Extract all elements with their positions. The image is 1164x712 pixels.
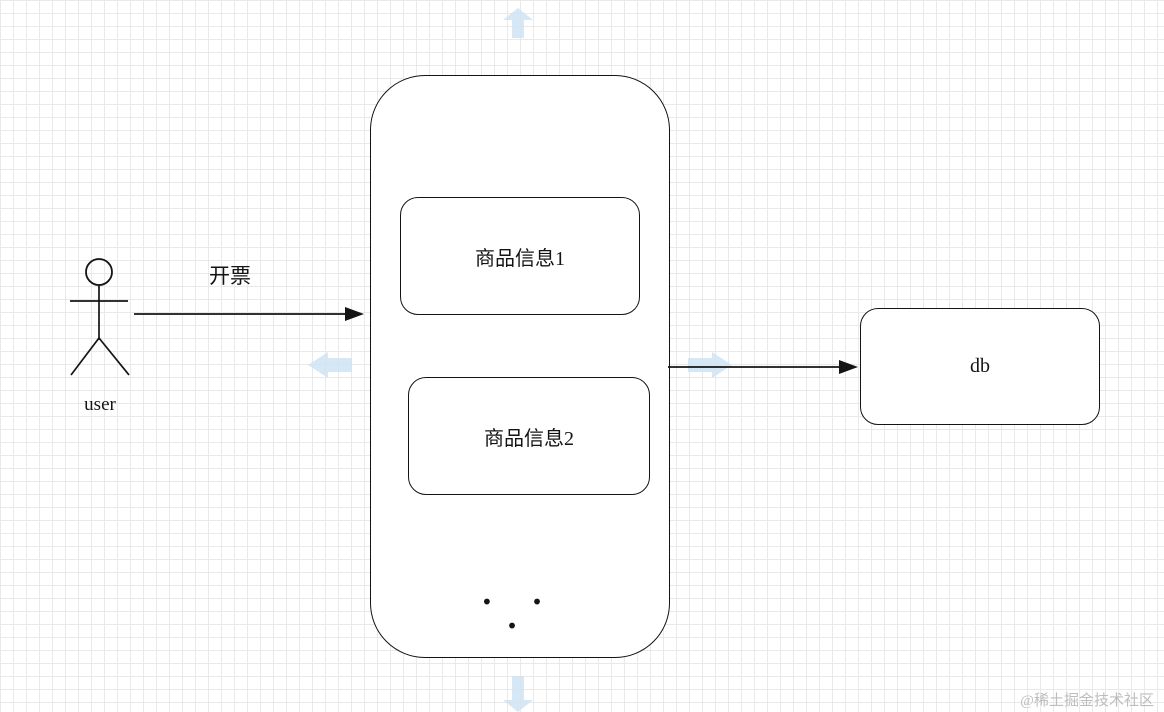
pan-down-icon	[503, 676, 533, 712]
watermark-text: @稀土掘金技术社区	[1020, 693, 1154, 709]
pan-up-icon	[503, 8, 533, 38]
pan-right-icon	[688, 352, 732, 378]
edge-user-to-container-label: 开票	[209, 264, 251, 288]
product-info-2-node: 商品信息2	[408, 377, 650, 495]
actor-icon	[70, 258, 130, 376]
pan-left-icon	[308, 352, 352, 378]
edge-container-to-db	[668, 360, 858, 374]
db-label: db	[970, 355, 990, 377]
actor-label: user	[84, 394, 116, 415]
product-info-1-label: 商品信息1	[475, 247, 565, 270]
ellipsis-dots: • • •	[481, 590, 559, 638]
product-info-2-label: 商品信息2	[484, 427, 574, 450]
edge-user-to-container	[134, 307, 364, 321]
container-node	[370, 75, 670, 658]
product-info-1-node: 商品信息1	[400, 197, 640, 315]
db-node: db	[860, 308, 1100, 425]
